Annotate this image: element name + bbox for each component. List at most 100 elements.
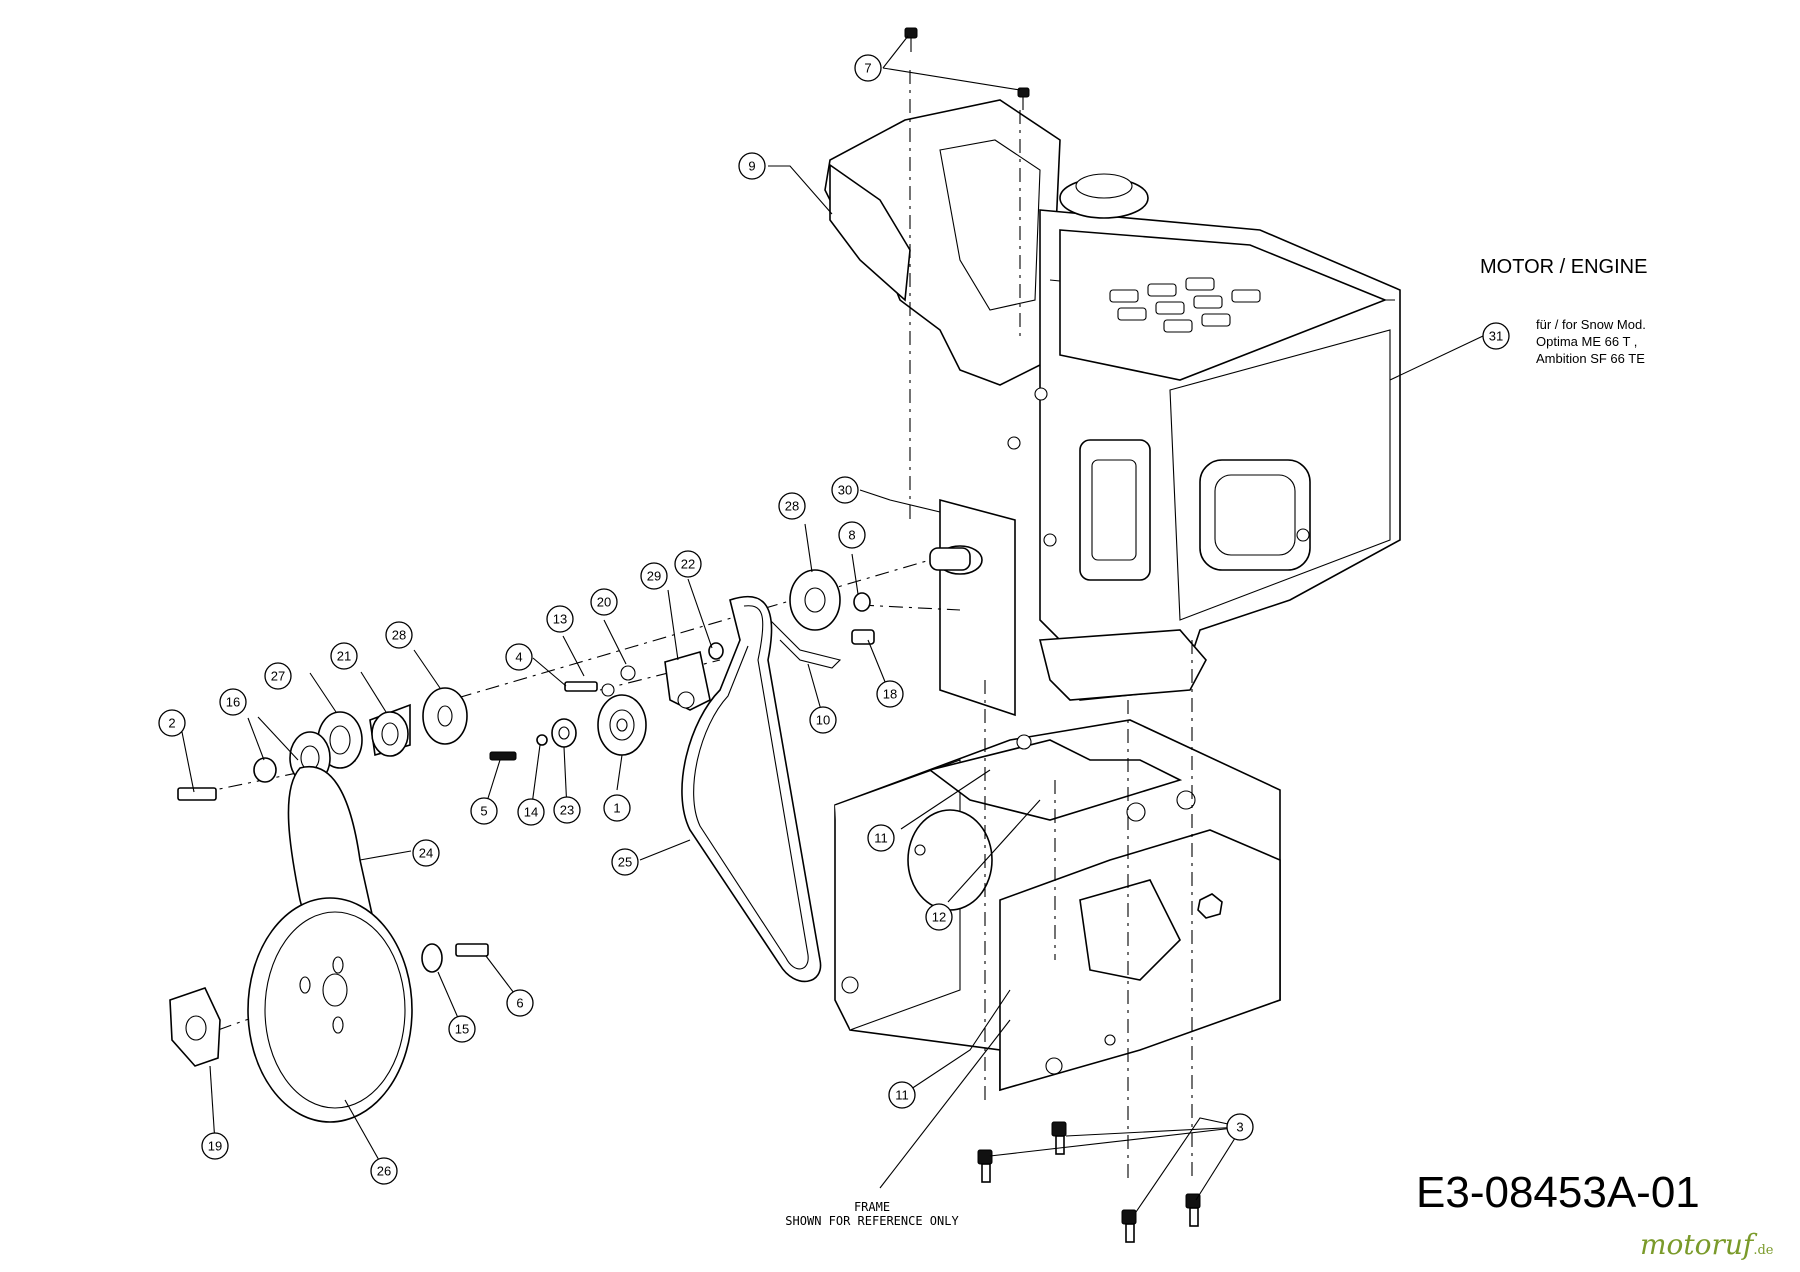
callout-number: 10 bbox=[816, 713, 830, 728]
callout-number: 15 bbox=[455, 1022, 469, 1037]
callout-number: 8 bbox=[848, 528, 855, 543]
callout-number: 3 bbox=[1236, 1120, 1243, 1135]
callout-bubble bbox=[838, 521, 866, 549]
callout-bubble bbox=[603, 794, 631, 822]
part-callout-23: 23 bbox=[553, 796, 581, 824]
callout-number: 11 bbox=[874, 831, 888, 846]
callout-number: 16 bbox=[226, 695, 240, 710]
callout-bubble bbox=[1482, 322, 1510, 350]
callout-number: 11 bbox=[895, 1088, 909, 1103]
drawing-code: E3-08453A-01 bbox=[1416, 1168, 1700, 1217]
part-callout-28: 28 bbox=[778, 492, 806, 520]
callout-number: 6 bbox=[516, 996, 523, 1011]
engine-shroud bbox=[824, 99, 1061, 386]
part-callout-16: 16 bbox=[219, 688, 247, 716]
frame-note-line: SHOWN FOR REFERENCE ONLY bbox=[785, 1214, 959, 1228]
callout-bubble bbox=[1226, 1113, 1254, 1141]
callout-bubble bbox=[888, 1081, 916, 1109]
callouts: 7931302882229201342821271621810123145251… bbox=[158, 54, 1510, 1185]
callout-number: 4 bbox=[515, 650, 522, 665]
part-callout-2: 2 bbox=[158, 709, 186, 737]
callout-bubble bbox=[264, 662, 292, 690]
callout-bubble bbox=[201, 1132, 229, 1160]
callout-number: 12 bbox=[932, 910, 946, 925]
part-callout-24: 24 bbox=[412, 839, 440, 867]
idler-group-left bbox=[177, 687, 468, 801]
engine-note-line: Optima ME 66 T , bbox=[1536, 334, 1638, 349]
engine-title: MOTOR / ENGINE bbox=[1480, 256, 1648, 278]
drive-pulley-26 bbox=[247, 897, 413, 1123]
part-callout-5: 5 bbox=[470, 797, 498, 825]
part-callout-1: 1 bbox=[603, 794, 631, 822]
callout-bubble bbox=[738, 152, 766, 180]
callout-bubble bbox=[854, 54, 882, 82]
callout-bubble bbox=[385, 621, 413, 649]
part-callout-31: 31 bbox=[1482, 322, 1510, 350]
callout-number: 23 bbox=[560, 803, 574, 818]
callout-bubble bbox=[505, 643, 533, 671]
callout-bubble bbox=[590, 588, 618, 616]
part-callout-18: 18 bbox=[876, 680, 904, 708]
part-callout-26: 26 bbox=[370, 1157, 398, 1185]
callout-number: 7 bbox=[864, 61, 871, 76]
part-callout-3: 3 bbox=[1226, 1113, 1254, 1141]
leader-lines bbox=[180, 35, 1484, 1213]
frame bbox=[834, 719, 1281, 1092]
callout-number: 29 bbox=[647, 569, 661, 584]
callout-bubble bbox=[876, 680, 904, 708]
callout-number: 30 bbox=[838, 483, 852, 498]
mounting-plate bbox=[929, 498, 1016, 717]
callout-bubble bbox=[517, 798, 545, 826]
idler-group-right bbox=[789, 569, 875, 645]
callout-bubble bbox=[158, 709, 186, 737]
callout-bubble bbox=[809, 706, 837, 734]
part-callout-27: 27 bbox=[264, 662, 292, 690]
bolts-3 bbox=[977, 1121, 1201, 1243]
callout-number: 5 bbox=[480, 804, 487, 819]
idler-group-center bbox=[489, 665, 647, 761]
callout-bubble bbox=[831, 476, 859, 504]
engine-block bbox=[1007, 173, 1401, 701]
callout-bubble bbox=[506, 989, 534, 1017]
callout-bubble bbox=[330, 642, 358, 670]
callout-number: 28 bbox=[392, 628, 406, 643]
part-callout-6: 6 bbox=[506, 989, 534, 1017]
part-callout-10: 10 bbox=[809, 706, 837, 734]
part-callout-25: 25 bbox=[611, 848, 639, 876]
part-callout-22: 22 bbox=[674, 550, 702, 578]
part-callout-21: 21 bbox=[330, 642, 358, 670]
callout-bubble bbox=[412, 839, 440, 867]
callout-number: 9 bbox=[748, 159, 755, 174]
part-callout-9: 9 bbox=[738, 152, 766, 180]
bolt-7-upper bbox=[904, 27, 918, 52]
part-callout-29: 29 bbox=[640, 562, 668, 590]
engine-note-line: Ambition SF 66 TE bbox=[1536, 351, 1645, 366]
watermark-main: motoruf bbox=[1640, 1228, 1754, 1261]
part-callout-4: 4 bbox=[505, 643, 533, 671]
part-callout-28: 28 bbox=[385, 621, 413, 649]
part-callout-13: 13 bbox=[546, 605, 574, 633]
part-callout-19: 19 bbox=[201, 1132, 229, 1160]
callout-bubble bbox=[448, 1015, 476, 1043]
callout-bubble bbox=[867, 824, 895, 852]
callout-number: 1 bbox=[613, 801, 620, 816]
callout-number: 13 bbox=[553, 612, 567, 627]
callout-number: 20 bbox=[597, 595, 611, 610]
callout-number: 18 bbox=[883, 687, 897, 702]
callout-bubble bbox=[470, 797, 498, 825]
callout-number: 27 bbox=[271, 669, 285, 684]
engine-grille bbox=[1109, 277, 1261, 333]
watermark-logo: motoruf.de bbox=[1640, 1228, 1773, 1261]
callout-number: 2 bbox=[168, 716, 175, 731]
callout-number: 28 bbox=[785, 499, 799, 514]
part-callout-7: 7 bbox=[854, 54, 882, 82]
callout-number: 21 bbox=[337, 649, 351, 664]
callout-number: 25 bbox=[618, 855, 632, 870]
idler-arm bbox=[664, 642, 724, 711]
part-callout-30: 30 bbox=[831, 476, 859, 504]
part-callout-12: 12 bbox=[925, 903, 953, 931]
part-callout-11: 11 bbox=[867, 824, 895, 852]
spring bbox=[769, 619, 842, 669]
v-belt-25 bbox=[681, 595, 822, 983]
